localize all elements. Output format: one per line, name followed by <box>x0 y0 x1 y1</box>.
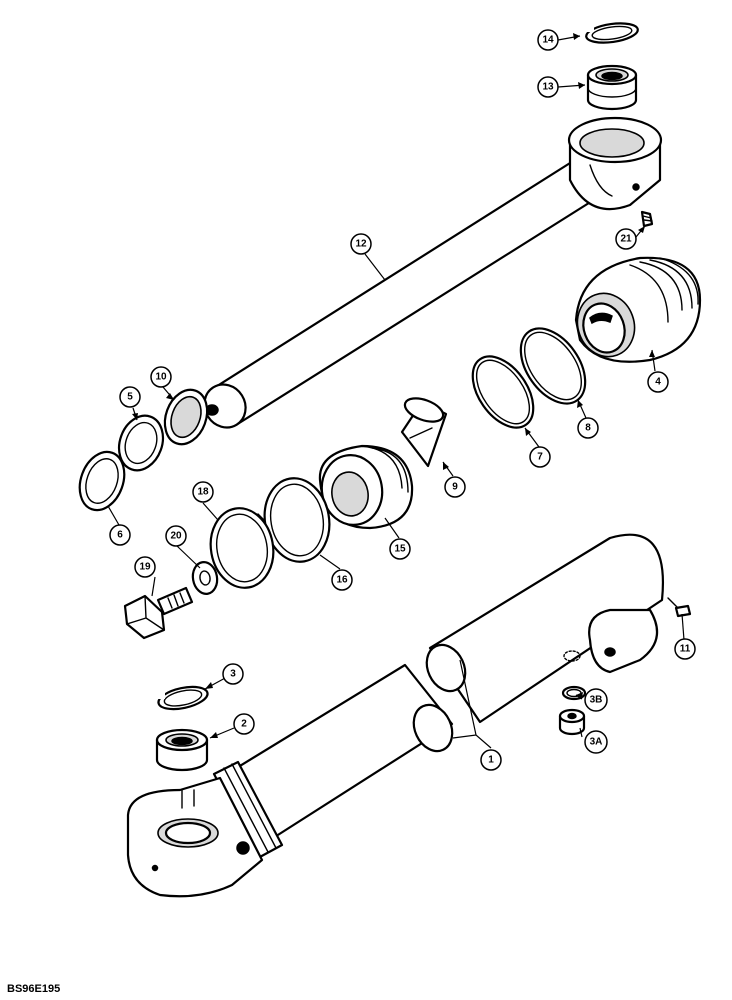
svg-text:20: 20 <box>170 531 182 542</box>
callout-8: 8 <box>577 417 599 439</box>
wear-ring-part-6 <box>78 450 126 512</box>
plug-part-3a <box>558 708 586 736</box>
snap-ring-part-14 <box>585 22 639 44</box>
callout-6: 6 <box>109 524 131 546</box>
svg-text:4: 4 <box>655 377 661 388</box>
svg-text:18: 18 <box>197 487 209 498</box>
svg-text:14: 14 <box>542 35 554 46</box>
seal-part-10 <box>163 388 209 446</box>
callout-5: 5 <box>119 386 141 408</box>
svg-text:6: 6 <box>117 530 123 541</box>
callout-7: 7 <box>529 446 551 468</box>
svg-text:15: 15 <box>394 544 406 555</box>
cylinder-head-part-4 <box>574 256 702 363</box>
svg-text:3A: 3A <box>590 737 603 748</box>
grease-fitting-part-21 <box>640 210 654 228</box>
grease-fitting-part-11 <box>667 597 692 618</box>
callout-1: 1 <box>480 749 502 771</box>
callout-4: 4 <box>647 371 669 393</box>
callout-3: 3 <box>222 663 244 685</box>
callout-16: 16 <box>331 569 353 591</box>
callout-19: 19 <box>134 556 156 578</box>
cylinder-barrel-part-1 <box>126 533 664 898</box>
svg-text:19: 19 <box>139 562 151 573</box>
snap-ring-part-3 <box>157 685 209 711</box>
callout-3b: 3B <box>584 688 608 712</box>
callout-14: 14 <box>537 29 559 51</box>
backup-ring-part-7 <box>471 355 535 429</box>
piston-rod-part-12 <box>203 116 663 429</box>
callout-15: 15 <box>389 538 411 560</box>
svg-text:1: 1 <box>488 755 494 766</box>
figure-code: BS96E195 <box>7 983 60 995</box>
svg-text:10: 10 <box>155 372 167 383</box>
svg-text:2: 2 <box>241 719 247 730</box>
svg-text:21: 21 <box>620 234 632 245</box>
split-ring-part-18 <box>209 507 275 589</box>
svg-text:16: 16 <box>336 575 348 586</box>
bolt-part-19 <box>123 586 194 640</box>
seal-part-5 <box>117 414 165 472</box>
leader-lines <box>107 33 685 749</box>
o-ring-part-8 <box>519 327 587 405</box>
callout-12: 12 <box>350 233 372 255</box>
callout-18: 18 <box>192 481 214 503</box>
svg-text:5: 5 <box>127 392 133 403</box>
callout-20: 20 <box>165 525 187 547</box>
washer-part-20 <box>191 561 219 595</box>
svg-text:8: 8 <box>585 423 591 434</box>
svg-text:12: 12 <box>355 239 367 250</box>
svg-text:3B: 3B <box>590 695 603 706</box>
callout-10: 10 <box>150 366 172 388</box>
svg-text:9: 9 <box>452 482 458 493</box>
svg-text:7: 7 <box>537 452 543 463</box>
piston-part-15 <box>318 444 414 530</box>
svg-text:11: 11 <box>680 644 691 655</box>
svg-text:3: 3 <box>230 669 236 680</box>
callout-3a: 3A <box>584 730 608 754</box>
callout-2: 2 <box>233 713 255 735</box>
spacer-part-9 <box>400 397 448 468</box>
callout-9: 9 <box>444 476 466 498</box>
callout-21: 21 <box>615 228 637 250</box>
callout-13: 13 <box>537 76 559 98</box>
callout-11: 11 <box>674 638 696 660</box>
svg-text:13: 13 <box>542 82 554 93</box>
bearing-part-2 <box>155 728 209 772</box>
bearing-part-13 <box>586 64 638 111</box>
